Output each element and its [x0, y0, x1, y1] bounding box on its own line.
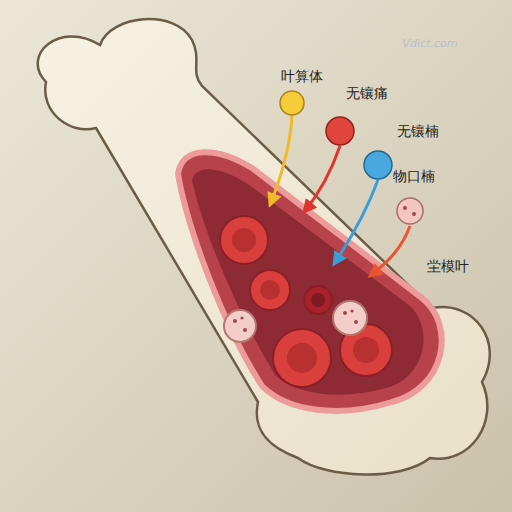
- part-label: 物口楠: [393, 168, 435, 185]
- part-label: 坣模叶: [427, 258, 469, 275]
- bone: [38, 19, 490, 474]
- part-label: 叶算体: [281, 68, 323, 85]
- marrow-cavity: [178, 152, 442, 411]
- part-label: 无镶楠: [397, 123, 439, 140]
- watermark: Vdict.com: [403, 37, 458, 50]
- marrow: [192, 169, 424, 395]
- part-label: 无镶痛: [346, 85, 388, 102]
- blood-cells: [220, 216, 392, 387]
